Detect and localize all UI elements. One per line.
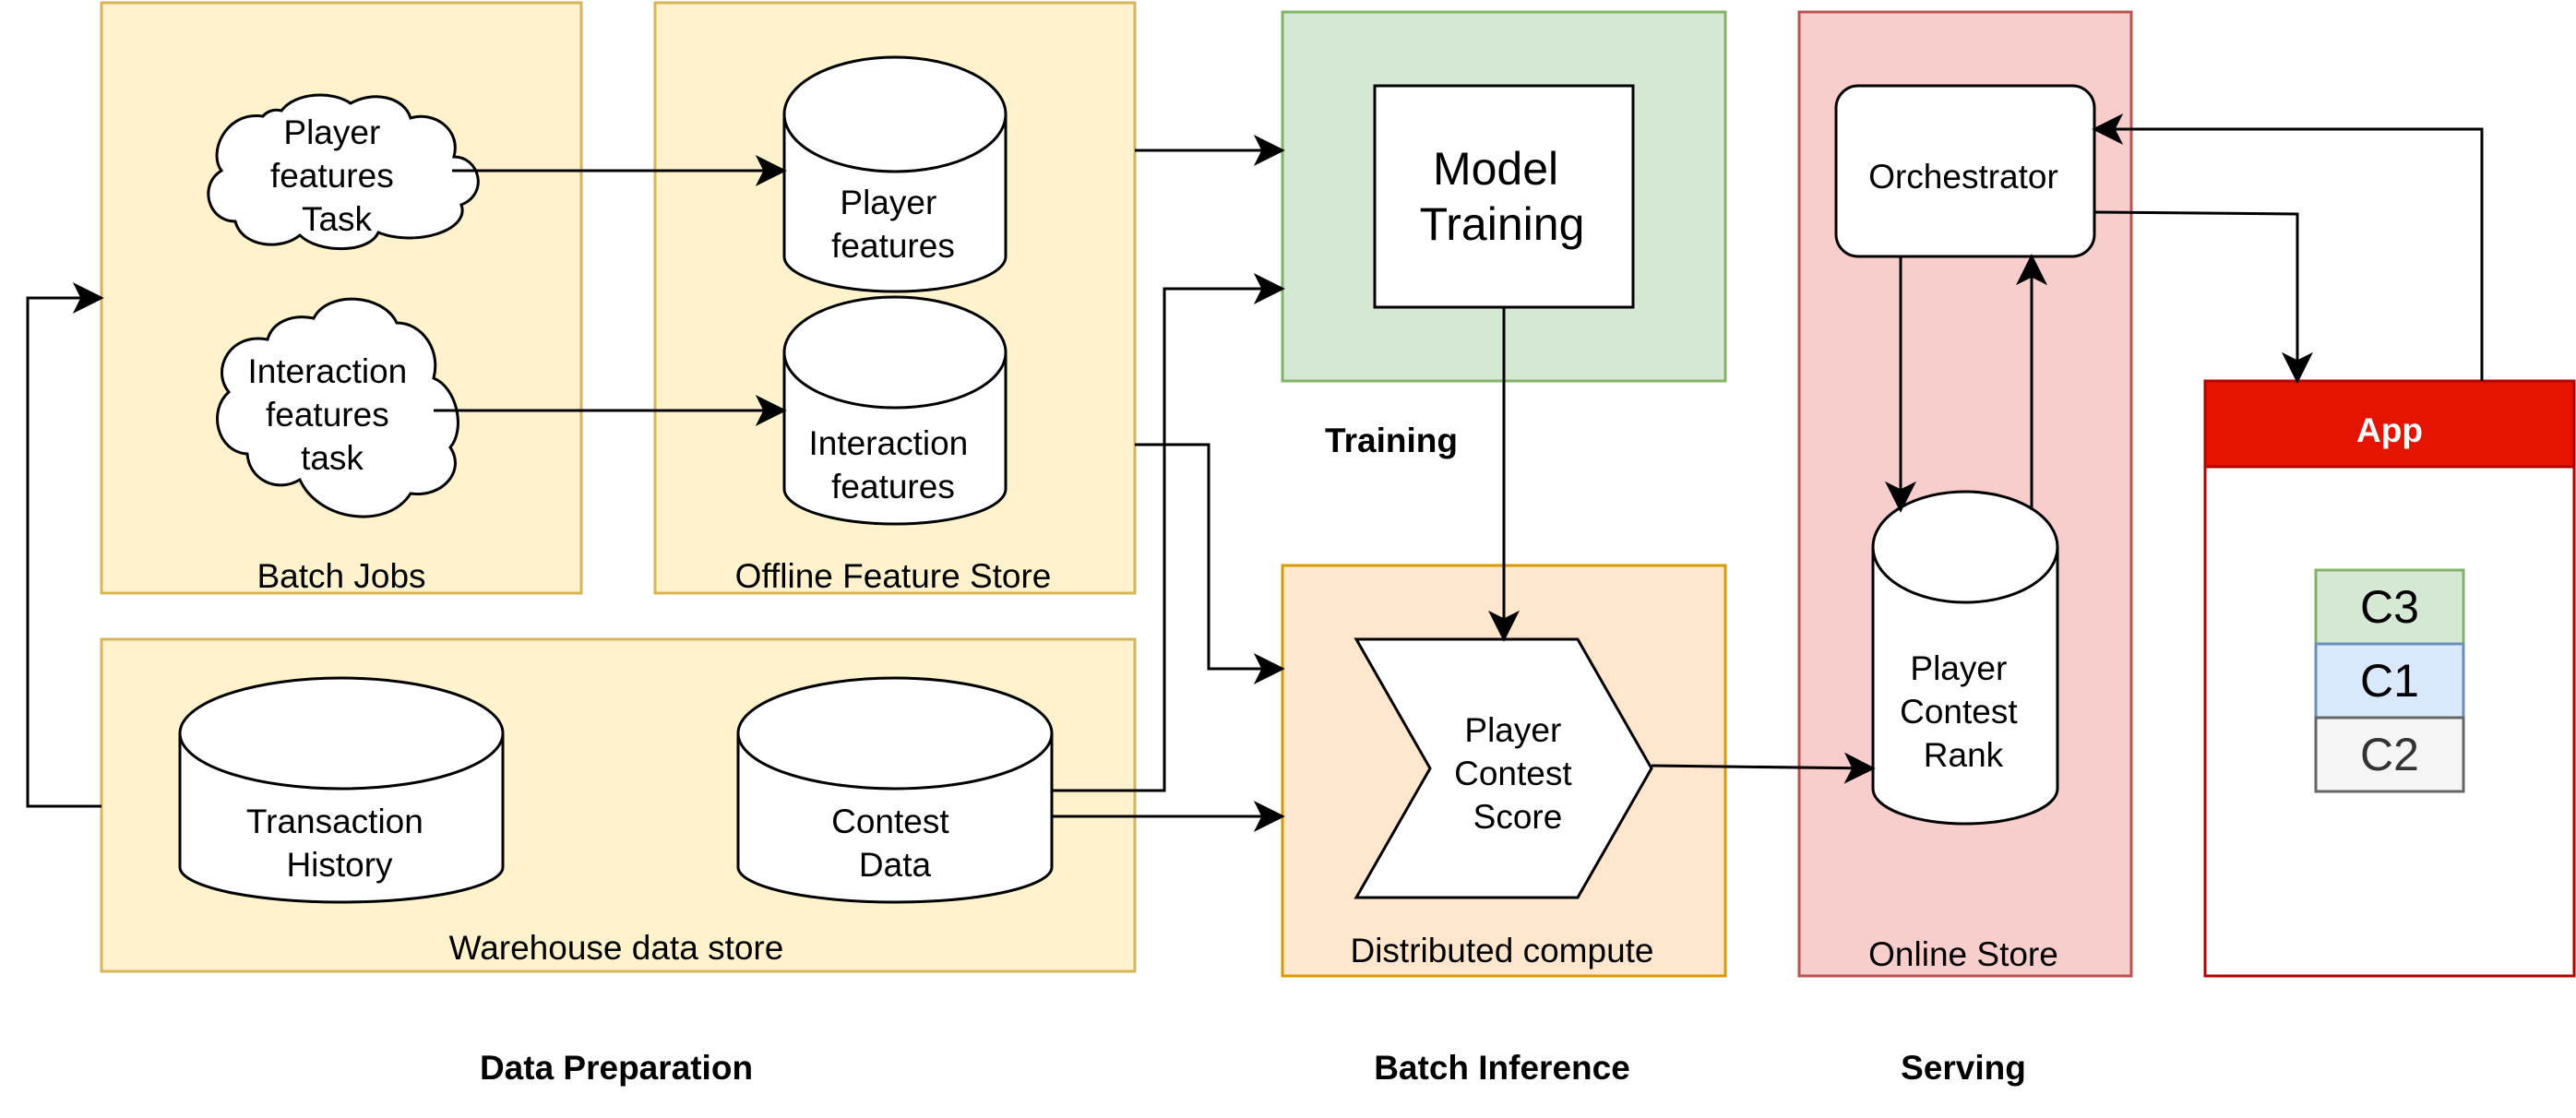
contest-data-cylinder: Contest Data (736, 676, 1054, 904)
interaction-task-line1: Interaction (247, 352, 407, 390)
svg-text:Player Contest Sco: Player Contest Score (1454, 711, 1581, 836)
stage-training-label: Training (1325, 422, 1458, 459)
warehouse-label: Warehouse data store (449, 929, 784, 967)
batch-jobs-label: Batch Jobs (256, 557, 425, 595)
app-item-c2-label: C2 (2360, 729, 2419, 780)
stage-data-preparation-label: Data Preparation (480, 1049, 753, 1087)
svg-text:Player features: Player features (831, 184, 955, 265)
contest-data-line1: Contest (831, 803, 949, 840)
arrow-orchestrator-to-app (2093, 210, 2313, 384)
stage-batch-inference-label: Batch Inference (1374, 1049, 1630, 1087)
transaction-history-line1: Transaction (246, 803, 423, 840)
player-features-cylinder: Player features (782, 55, 1008, 293)
app-title: App (2356, 411, 2423, 449)
connectors (26, 113, 2484, 832)
player-contest-rank-cylinder: Player Contest Rank (1871, 490, 2059, 826)
svg-text:Contest Data: Contest Data (831, 803, 959, 884)
interaction-task-line3: task (301, 439, 364, 477)
interaction-features-cylinder: Interaction features (782, 295, 1008, 526)
player-task-line1: Player (283, 113, 380, 151)
svg-text:Interaction features: Interaction features task (247, 352, 416, 477)
score-line1: Player (1464, 711, 1561, 749)
app-item-c1 (2314, 642, 2465, 720)
interaction-features-task-cloud: Interaction features task (216, 297, 459, 518)
orchestrator-label: Orchestrator (1868, 158, 2058, 196)
arrow-app-to-orchestrator (2092, 113, 2484, 381)
interaction-features-line1: Interaction (808, 424, 968, 462)
rank-line3: Rank (1924, 736, 2004, 774)
score-line2: Contest (1454, 755, 1572, 792)
interaction-task-line2: features (266, 396, 389, 434)
distributed-compute-label: Distributed compute (1350, 932, 1653, 969)
svg-text:Player Contest Ran: Player Contest Rank (1900, 649, 2027, 774)
model-training-line1: Model (1433, 143, 1558, 195)
contest-data-line2: Data (859, 846, 932, 884)
arrow-score-to-rank (1651, 752, 1876, 784)
model-training-line2: Training (1420, 198, 1585, 250)
app-panel: App C3 C1 C2 (2203, 379, 2576, 978)
transaction-history-cylinder: Transaction History (178, 676, 505, 904)
offline-feature-store-label: Offline Feature Store (735, 557, 1052, 595)
app-item-c2 (2314, 716, 2465, 793)
player-features-task-cloud: Player features Task (207, 93, 480, 251)
player-features-line1: Player (840, 184, 936, 221)
arrow-feature-store-to-compute (1135, 443, 1285, 684)
orchestrator-box: Orchestrator (1834, 84, 2096, 258)
rank-line1: Player (1910, 649, 2007, 687)
player-features-line2: features (831, 227, 955, 265)
svg-text:Transaction History: Transaction History (246, 803, 433, 884)
rank-line2: Contest (1900, 693, 2018, 731)
stage-serving-label: Serving (1901, 1049, 2026, 1087)
app-item-c1-label: C1 (2360, 655, 2419, 707)
player-task-line2: features (270, 157, 394, 195)
player-task-line3: Task (302, 200, 373, 238)
svg-text:Player features Ta: Player features Task (270, 113, 403, 238)
score-line3: Score (1473, 798, 1563, 836)
app-item-c3-label: C3 (2360, 581, 2419, 633)
arrow-warehouse-to-batch-jobs (26, 282, 104, 808)
transaction-history-line2: History (286, 846, 393, 884)
player-contest-score-step: Player Contest Score (1354, 637, 1653, 899)
interaction-features-line2: features (831, 468, 955, 505)
online-store-label: Online Store (1868, 935, 2058, 973)
arrow-contest-data-to-training (1052, 273, 1285, 792)
model-training-box: Model Training (1373, 84, 1635, 309)
svg-text:Model Training: Model Training (1420, 143, 1585, 250)
svg-text:Interaction features: Interaction features (808, 424, 977, 505)
